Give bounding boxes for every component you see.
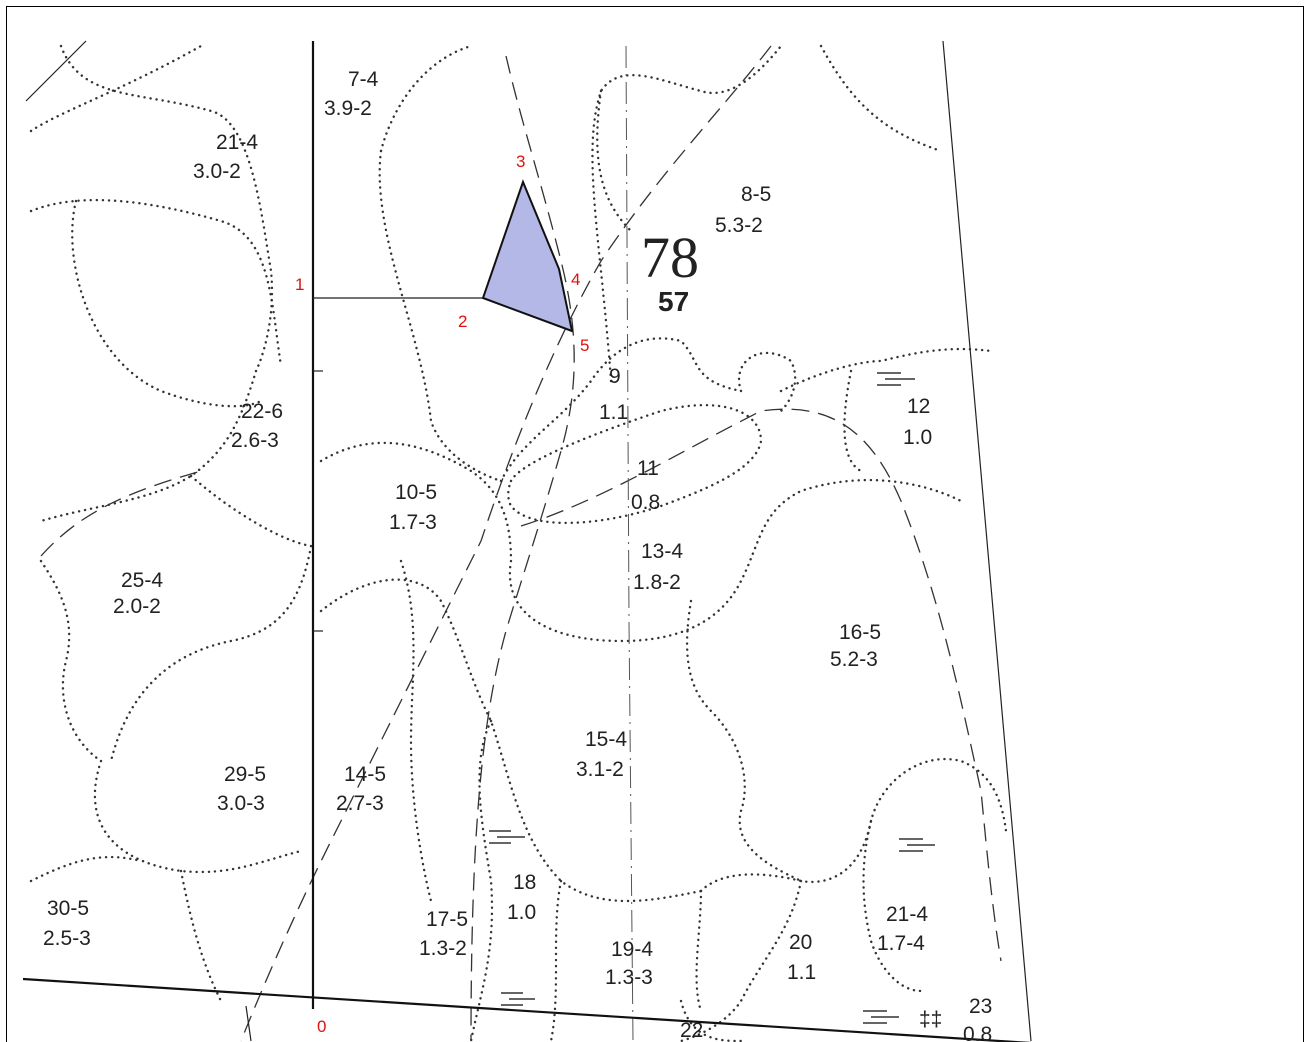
plot-label: 18 (513, 871, 536, 894)
tree-symbol-icon: ‡‡ (919, 1008, 942, 1031)
plot-label: 8-5 (741, 183, 771, 206)
plot-label: 3.1-2 (576, 758, 624, 781)
plot-label: 1.0 (903, 426, 932, 449)
meadow-symbols (489, 372, 935, 1024)
point-label-1: 1 (295, 275, 304, 294)
point-labels: 0 1 2 3 4 5 (295, 152, 589, 1036)
plot-label: 1.7-3 (389, 511, 437, 534)
plot-label: 13-4 (641, 540, 683, 563)
point-label-3: 3 (516, 152, 525, 171)
plot-label: 1.8-2 (633, 571, 681, 594)
plot-label: 1.7-4 (877, 932, 925, 955)
plot-label: 14-5 (344, 763, 386, 786)
plot-label: 19-4 (611, 938, 653, 961)
plot-label: 15-4 (585, 728, 627, 751)
plot-label: 3.0-2 (193, 160, 241, 183)
plot-label: 16-5 (839, 621, 881, 644)
plot-label: 2.6-3 (231, 429, 279, 452)
plot-label: 1.1 (787, 961, 816, 984)
solid-boundaries (22, 40, 1032, 1042)
plot-label: 10-5 (395, 481, 437, 504)
plot-labels: 7-4 3.9-2 21-4 3.0-2 8-5 5.3-2 9 1.1 12 … (43, 68, 992, 1042)
plot-label: 21-4 (886, 903, 928, 926)
quarter-area: 57 (658, 286, 689, 317)
plot-label: 1.3-2 (419, 937, 467, 960)
plot-label: 0.8 (963, 1023, 992, 1042)
forest-plot-map[interactable]: ‡‡ 78 57 7-4 3.9-2 21-4 3.0-2 8-5 5.3-2 … (7, 7, 1304, 1042)
point-label-5: 5 (580, 336, 589, 355)
plot-label: 1.0 (507, 901, 536, 924)
quarter-number: 78 (641, 225, 699, 290)
plot-label: 7-4 (348, 68, 379, 91)
dashed-lines (40, 45, 1002, 1042)
plot-label: 11 (637, 457, 659, 480)
plot-label: 5.3-2 (715, 214, 763, 237)
point-label-4: 4 (571, 270, 580, 289)
plot-label: 3.9-2 (324, 97, 372, 120)
plot-label: 12 (907, 395, 930, 418)
plot-label: 22 (680, 1019, 703, 1042)
plot-label: 21-4 (216, 131, 258, 154)
point-label-0: 0 (317, 1017, 326, 1036)
stand-boundaries (29, 44, 1008, 1042)
plot-label: 9 (609, 365, 621, 388)
center-line (625, 45, 634, 1042)
plot-label: 20 (789, 931, 812, 954)
plot-label: 17-5 (426, 908, 468, 931)
plot-label: 1.1 (599, 401, 628, 424)
plot-label: 29-5 (224, 763, 266, 786)
plot-label: 3.0-3 (217, 792, 265, 815)
plot-label: 5.2-3 (830, 648, 878, 671)
plot-label: 25-4 (121, 569, 163, 592)
plot-label: 0.8 (631, 491, 660, 514)
plot-label: 2.7-3 (336, 792, 384, 815)
plot-label: 23 (969, 995, 992, 1018)
map-frame: ‡‡ 78 57 7-4 3.9-2 21-4 3.0-2 8-5 5.3-2 … (6, 6, 1304, 1042)
point-label-2: 2 (458, 312, 467, 331)
selected-polygon[interactable] (481, 179, 574, 333)
plot-label: 2.5-3 (43, 927, 91, 950)
plot-label: 22-6 (241, 400, 283, 423)
plot-label: 1.3-3 (605, 966, 653, 989)
plot-label: 30-5 (47, 897, 89, 920)
plot-label: 2.0-2 (113, 595, 161, 618)
